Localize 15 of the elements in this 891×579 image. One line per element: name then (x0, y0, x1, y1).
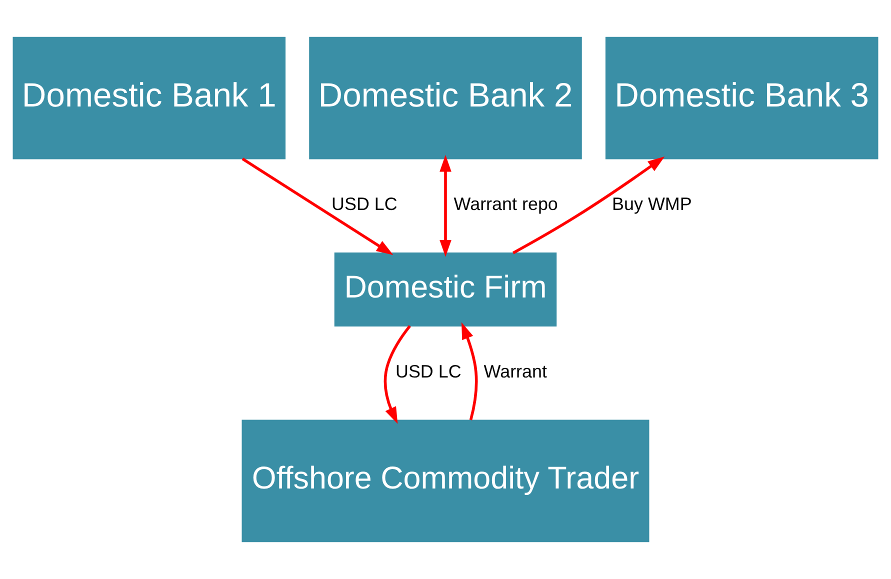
edge-label: Warrant (484, 361, 547, 382)
edge-label: Warrant repo (454, 194, 558, 214)
arrow (512, 156, 665, 254)
arrow (384, 325, 411, 424)
node-box: Domestic Bank 1 (12, 36, 286, 160)
node-box: Domestic Bank 2 (309, 36, 582, 160)
edge-label: USD LC (332, 194, 398, 214)
arrow (461, 322, 478, 420)
arrow (440, 154, 452, 257)
node-box: Domestic Bank 3 (605, 36, 878, 160)
edge-label: USD LC (395, 361, 462, 382)
arrow (242, 158, 394, 256)
node-box: Domestic Firm (334, 252, 557, 327)
node-box: Offshore Commodity Trader (242, 420, 650, 542)
edge-label: Buy WMP (612, 194, 692, 214)
